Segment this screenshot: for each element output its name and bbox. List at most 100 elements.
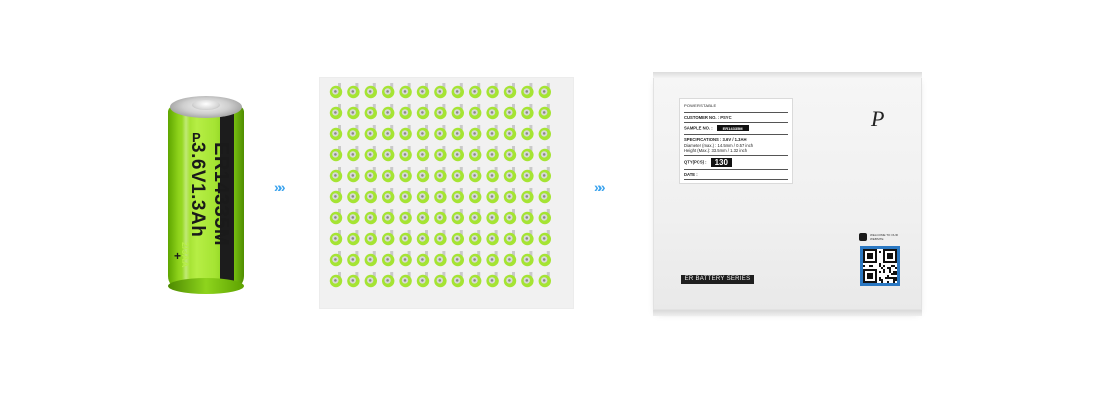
tray-cell	[364, 188, 377, 204]
tray-cell	[538, 125, 551, 141]
tray-cell	[416, 188, 430, 204]
tray-cell	[538, 188, 551, 204]
series-tag: ER BATTERY SERIES	[681, 275, 754, 284]
qr-module	[889, 269, 891, 271]
battery-base	[168, 278, 244, 294]
tray-cell	[364, 83, 377, 99]
tray-cell	[416, 272, 430, 288]
tray-cell	[521, 83, 534, 99]
qr-finder	[867, 253, 873, 259]
qr-module	[893, 279, 895, 281]
tray-cell	[486, 209, 499, 225]
tray-cell	[399, 230, 412, 246]
qr-module	[887, 267, 889, 269]
tray-cell	[538, 83, 551, 99]
tray-cell	[382, 146, 395, 162]
battery-stripe	[220, 106, 234, 288]
sticker-divider	[684, 122, 788, 123]
tray-cell	[329, 167, 343, 183]
tray-cell	[538, 230, 551, 246]
tray-cell	[469, 125, 482, 141]
tray-cell	[382, 230, 395, 246]
tray-cell	[399, 146, 412, 162]
tray-cell	[451, 188, 464, 204]
tray-cell	[486, 230, 499, 246]
tray-cell	[416, 104, 430, 120]
tray-cell	[329, 272, 343, 288]
qr-finder	[887, 253, 893, 259]
battery-voltage: 3.6V1.3Ah	[187, 142, 208, 238]
tray-cell	[503, 272, 517, 288]
tray-cell	[503, 230, 517, 246]
tray-cell	[451, 209, 464, 225]
tray-cell	[347, 146, 360, 162]
tray-cell	[503, 146, 517, 162]
qr-module	[871, 265, 873, 267]
box-logo: P	[871, 106, 885, 131]
qr-module	[889, 271, 891, 273]
tray-cell	[434, 83, 447, 99]
qr-module	[895, 267, 897, 269]
tray-cell	[347, 251, 360, 267]
sticker-sample-label: SAMPLE NO. :	[684, 125, 713, 131]
sticker-qty-label: QTY(PCS) :	[684, 159, 707, 165]
tray-cell	[469, 272, 482, 288]
tray-cell	[434, 125, 447, 141]
tray-cell	[416, 146, 430, 162]
qr-module	[885, 277, 887, 279]
box-bottom-edge	[653, 310, 922, 316]
tray-cell	[469, 83, 482, 99]
sticker-sample-row: SAMPLE NO. :ER14335M	[684, 125, 788, 131]
battery-logo: P	[192, 130, 201, 145]
tray-cell	[416, 167, 430, 183]
tray-cell	[434, 251, 447, 267]
qr-module	[883, 271, 885, 273]
tray-cell	[364, 104, 377, 120]
tray-cell	[329, 83, 343, 99]
qr-module	[879, 265, 881, 267]
battery-cell: ER14335M 3.6V1.3Ah 2/3AA P +	[166, 96, 246, 294]
battery-shine	[182, 106, 190, 288]
tray-cell	[469, 188, 482, 204]
tray-cell	[451, 272, 464, 288]
battery-terminal	[192, 100, 220, 110]
tray-cell	[486, 188, 499, 204]
tray-cell	[451, 251, 464, 267]
qr-module	[895, 273, 897, 275]
tray-cell	[451, 104, 464, 120]
tray-cell	[538, 209, 551, 225]
tray-cell	[347, 209, 360, 225]
chevron-right-icon: »»	[274, 179, 286, 195]
tray-cells	[329, 83, 551, 288]
sticker-sample-value: ER14335M	[716, 125, 749, 131]
tray-cell	[521, 104, 534, 120]
tray-cell	[364, 272, 377, 288]
tray-cell	[503, 188, 517, 204]
tray-cell	[382, 167, 395, 183]
tray-cell	[521, 272, 534, 288]
qr-module	[879, 279, 881, 281]
qr-module	[891, 277, 893, 279]
tray-cell	[347, 167, 360, 183]
tray-cell	[538, 167, 551, 183]
qr-module	[879, 251, 881, 253]
qr-module	[879, 263, 881, 265]
tray-cell	[399, 272, 412, 288]
sticker-divider	[684, 179, 788, 180]
qr-module	[889, 277, 891, 279]
tray-cell	[451, 83, 464, 99]
tray-cell	[364, 125, 377, 141]
tray-cell	[399, 167, 412, 183]
qr-module	[893, 271, 895, 273]
qr-caption-text: WELCOME TO OUR WEBSITE	[870, 233, 898, 241]
tray-cell	[399, 125, 412, 141]
tray-cell	[469, 209, 482, 225]
tray-cell	[451, 125, 464, 141]
packaging-box: POWERSTABLE CUSTOMER NO. : PSYC SAMPLE N…	[653, 72, 922, 316]
tray-cell	[469, 146, 482, 162]
tray-cell	[521, 146, 534, 162]
tray-cell	[434, 209, 447, 225]
tray-cell	[364, 230, 377, 246]
tray-cell	[329, 209, 343, 225]
